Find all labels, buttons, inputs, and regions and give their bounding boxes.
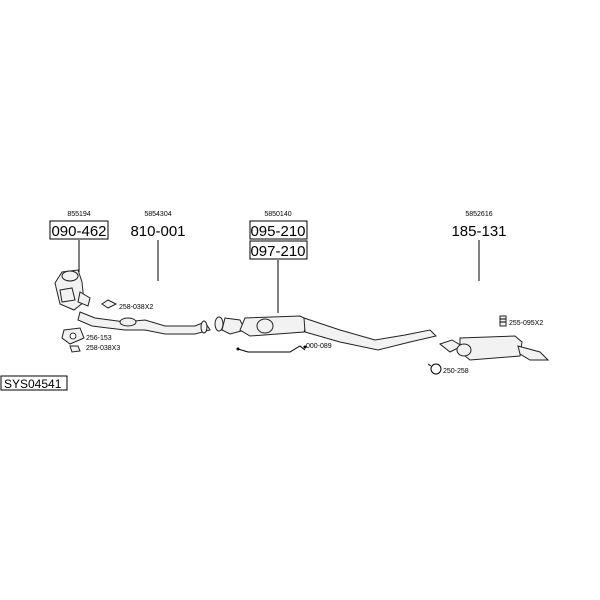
ref-5852616: 5852616 [465, 211, 492, 218]
label-255-095x2: 255-095X2 [509, 320, 543, 327]
label-250-258: 250-258 [443, 368, 469, 375]
ref-5854304: 5854304 [144, 211, 171, 218]
label-258-038x2: 258-038X2 [119, 304, 153, 311]
label-000-089: 000-089 [306, 343, 332, 350]
label-258-038x3: 258-038X3 [86, 345, 120, 352]
part-090-462: 090-462 [51, 223, 106, 240]
ref-855194: 855194 [67, 211, 90, 218]
front-pipe [77, 311, 211, 335]
system-code-box [0, 375, 68, 391]
ref-5850140: 5850140 [264, 211, 291, 218]
rear-muffler [438, 335, 550, 361]
part-box-090-462 [49, 220, 109, 240]
flange-gasket-icon [61, 327, 85, 345]
part-box-097-210 [249, 240, 308, 260]
center-silencer [214, 315, 437, 351]
part-185-131: 185-131 [451, 223, 506, 240]
part-095-210: 095-210 [250, 223, 305, 240]
system-code: SYS04541 [4, 377, 62, 391]
part-810-001: 810-001 [130, 223, 185, 240]
part-box-095-210 [249, 220, 308, 240]
catalytic-converter-manifold [54, 269, 91, 311]
part-097-210: 097-210 [250, 243, 305, 260]
bracket-icon [236, 345, 307, 353]
small-gasket-icon [69, 345, 81, 353]
label-256-153: 256-153 [86, 335, 112, 342]
gasket-icon [101, 299, 118, 309]
ring-clamp-icon [427, 363, 442, 375]
clamp-icon [499, 315, 507, 327]
